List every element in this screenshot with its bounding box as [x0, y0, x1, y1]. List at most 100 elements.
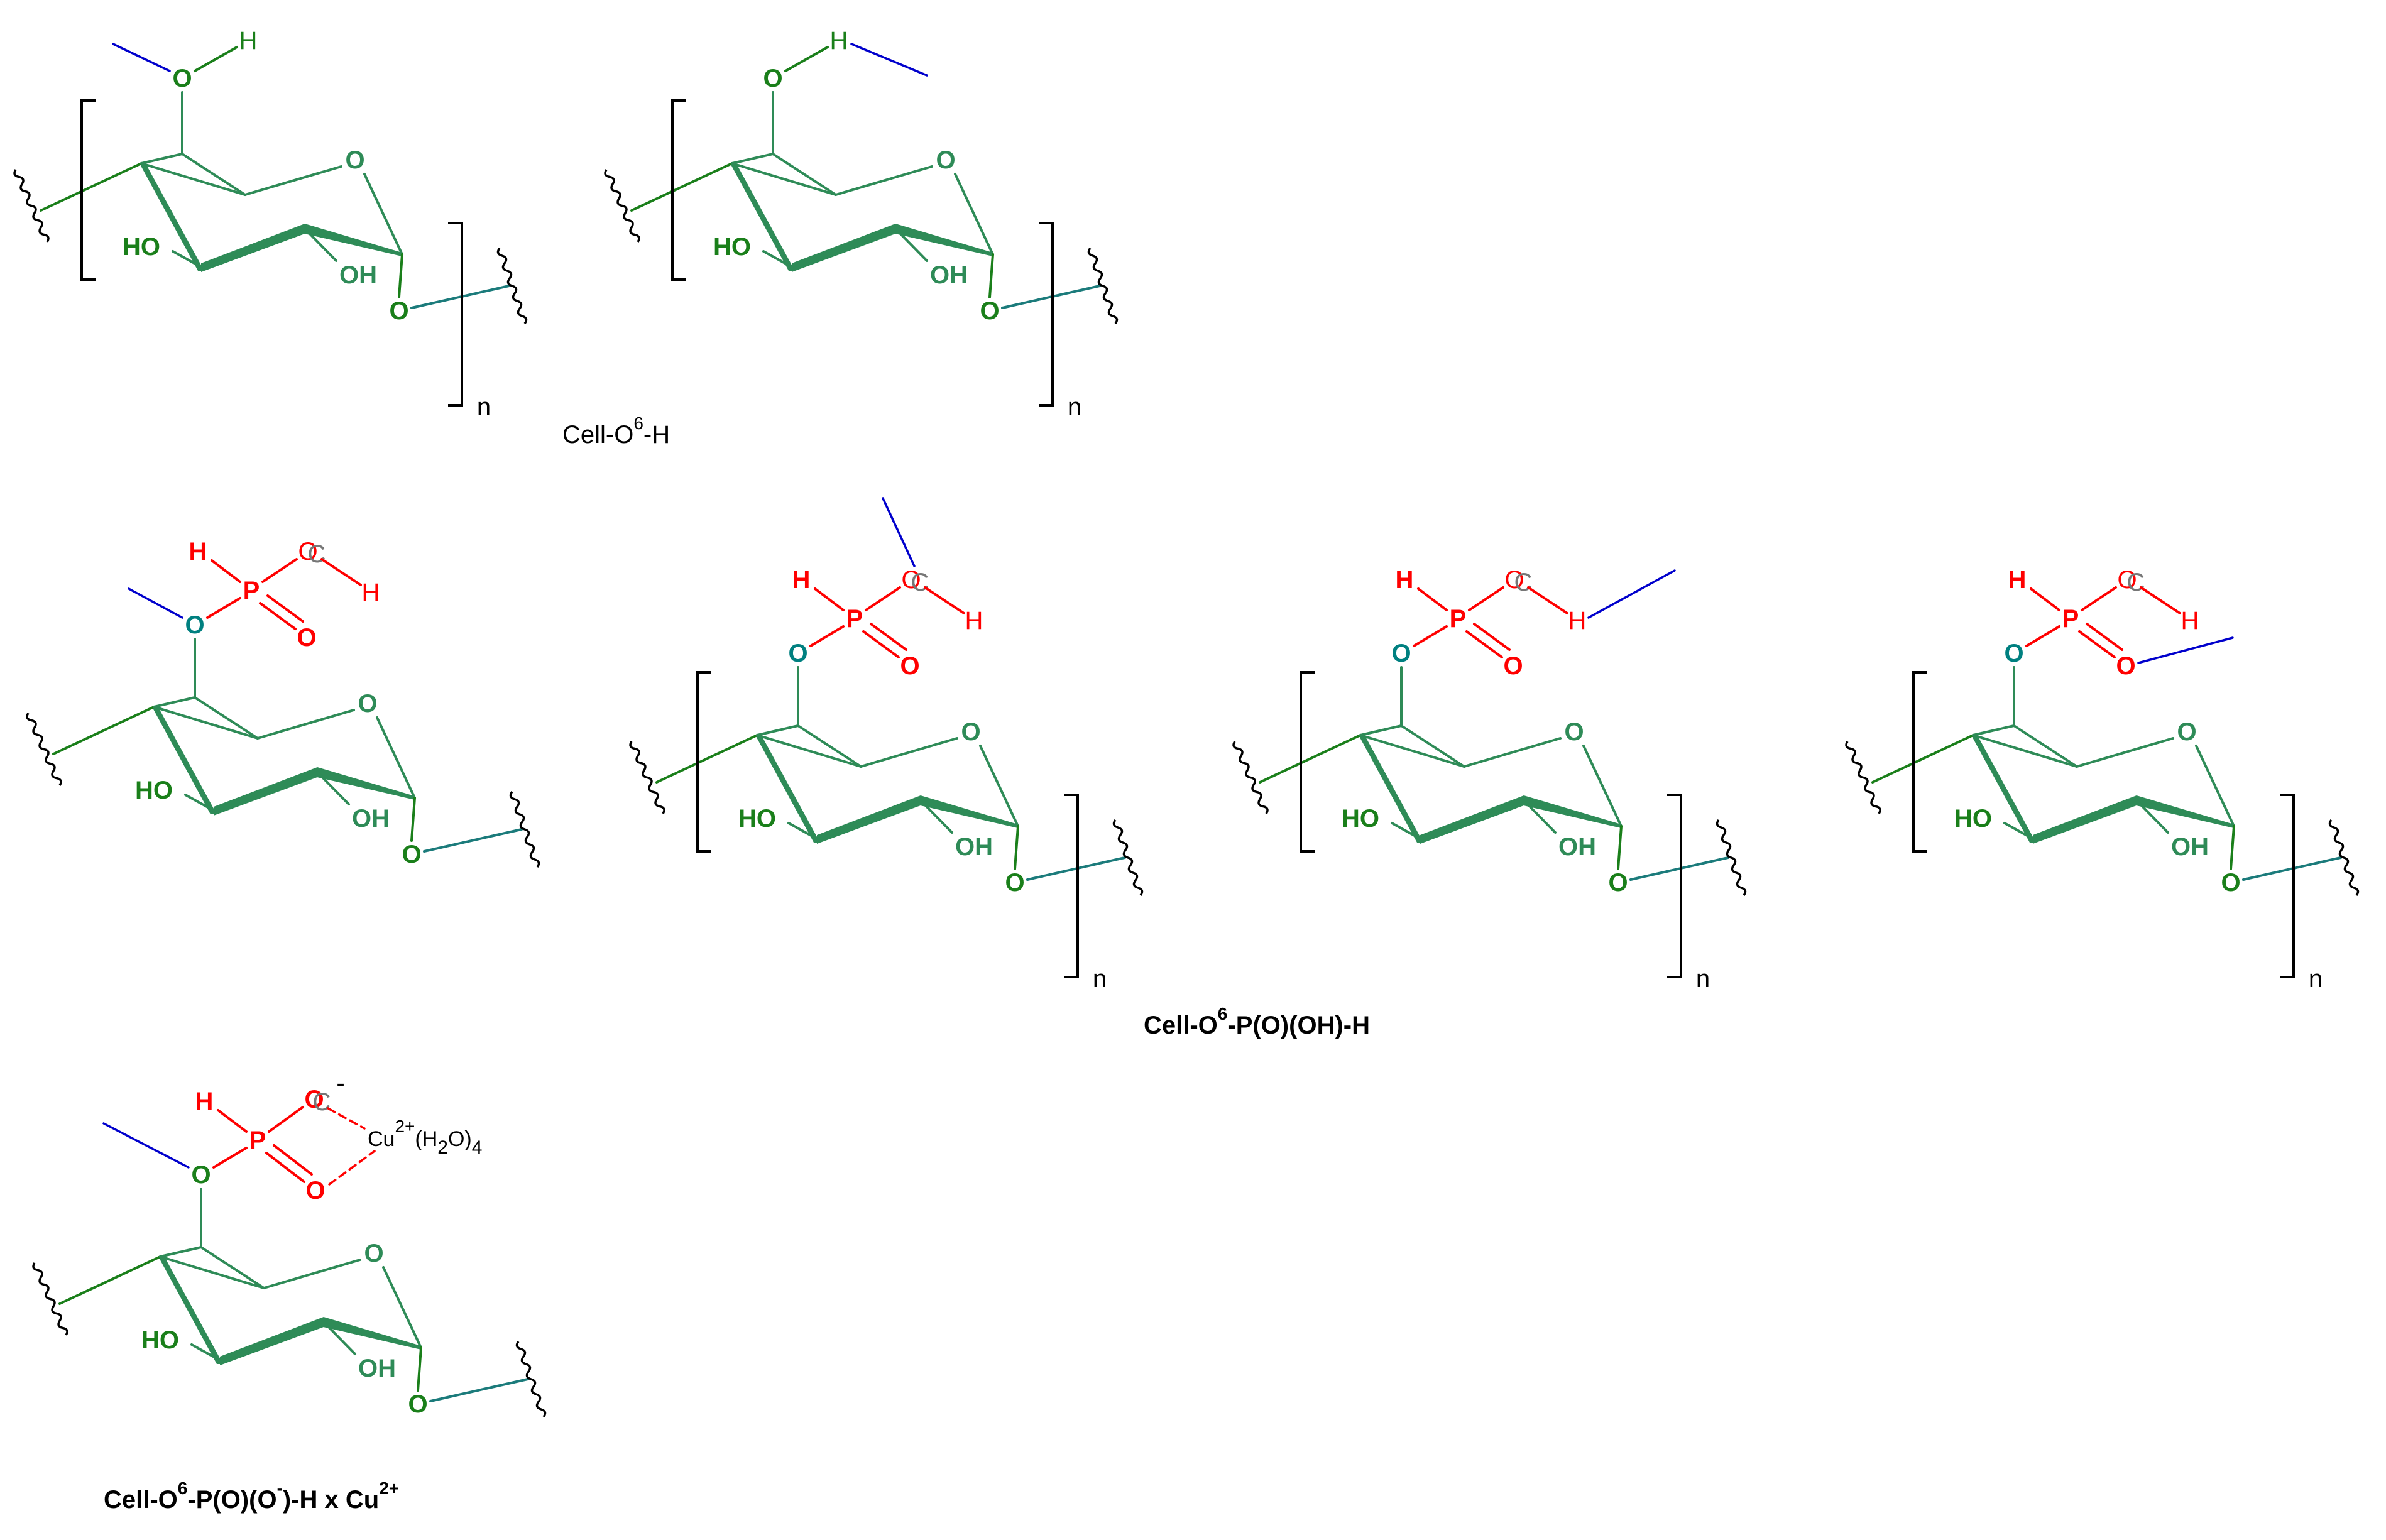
repeat-index-n: n [1093, 965, 1107, 993]
p-h-label: H [1396, 566, 1414, 594]
hydroxyl-c2-label: OH [930, 261, 968, 289]
bond [398, 253, 403, 298]
chain-end-squiggle-left [604, 169, 640, 243]
ring-front-bond [201, 224, 305, 272]
hydroxyl-c3-label: HO [123, 233, 160, 261]
ring-oxygen-label: O [936, 146, 955, 174]
bond [756, 724, 799, 736]
glycosidic-oxygen-label: O [1608, 869, 1628, 897]
bond [200, 1246, 265, 1289]
ring-bond [756, 734, 862, 768]
bond [194, 696, 259, 740]
chain-end-squiggle-right [515, 1340, 547, 1418]
glycosidic-bond [630, 162, 733, 212]
overlap-c-label: C [313, 1088, 331, 1116]
ring-bond [835, 165, 933, 196]
ring-wedge-bond [324, 1317, 421, 1350]
o6-label: O [2004, 640, 2023, 667]
ring-oxygen-label: O [961, 718, 980, 746]
bond [1465, 630, 1503, 658]
bond [206, 597, 241, 619]
ring-wedge-bond [305, 224, 402, 256]
hydroxyl-c3-label: HO [1954, 805, 1992, 833]
glycosidic-bond [1871, 734, 1974, 784]
ring-front-bond [2033, 795, 2137, 844]
hydroxyl-oxygen-label: O [2117, 566, 2137, 594]
ring-bond [954, 173, 994, 256]
caption-cell-phosphonate-cu: Cell-O6-P(O)(O-)-H x Cu2+ [104, 1478, 399, 1514]
bond [870, 623, 907, 651]
hydrogen-bond-line [850, 43, 928, 77]
phosphorus-label: P [846, 605, 863, 633]
glycosidic-bond [429, 1378, 529, 1402]
repeat-index-n: n [2309, 965, 2323, 993]
bond [1468, 586, 1504, 611]
ring-front-bond [220, 1317, 324, 1365]
p-h-label: H [195, 1088, 214, 1115]
ring-bond [1582, 745, 1623, 827]
repeat-bracket-right [448, 222, 463, 407]
bond [2078, 630, 2116, 658]
bond [259, 602, 297, 630]
hydroxyl-c2-label: OH [1558, 833, 1596, 861]
bond [153, 696, 196, 708]
glycosidic-bond [655, 734, 758, 784]
chain-end-squiggle-right [509, 790, 540, 868]
bond [261, 558, 298, 583]
bond [217, 1109, 248, 1133]
bond [316, 771, 350, 805]
hydroxyl-h-label: H [965, 607, 983, 635]
chain-end-squiggle-right [2328, 819, 2360, 897]
glycosidic-oxygen-label: O [408, 1390, 427, 1418]
bond [762, 250, 793, 268]
glycosidic-bond [1001, 285, 1101, 309]
phosphoryl-oxygen-label: O [900, 652, 919, 680]
hydroxyl-c3-label: HO [713, 233, 751, 261]
glycosidic-bond [1259, 734, 1362, 784]
bond [266, 594, 304, 623]
ring-bond [140, 162, 246, 196]
bond [1617, 825, 1623, 870]
ring-bond [979, 745, 1019, 827]
bond [1400, 724, 1465, 768]
o6-label: O [788, 640, 807, 667]
glycosidic-bond [423, 828, 523, 853]
ring-front-bond [817, 795, 921, 844]
hydroxyl-c2-label: OH [352, 805, 390, 833]
bond [320, 558, 362, 586]
glycosidic-oxygen-label: O [980, 297, 999, 325]
ring-bond [1359, 734, 1465, 768]
bond [1014, 825, 1019, 870]
bond [194, 46, 238, 72]
ring-bond [363, 173, 403, 256]
bond [988, 253, 994, 298]
chain-end-squiggle-left [629, 741, 665, 814]
repeat-bracket-right [1667, 794, 1682, 978]
bond [265, 1152, 305, 1183]
ring-bond [2076, 737, 2174, 768]
bond [2086, 623, 2123, 651]
repeat-bracket-right [1064, 794, 1079, 978]
bond [784, 46, 829, 72]
bond [814, 587, 845, 611]
hydroxyl-c3-label: HO [135, 777, 173, 804]
ring-wedge-bond [730, 161, 795, 271]
overlap-c-label: C [1514, 569, 1533, 596]
p-h-label: H [189, 538, 207, 565]
ring-wedge-bond [755, 733, 820, 843]
bond [304, 227, 337, 262]
chain-end-squiggle-right [1087, 247, 1119, 325]
glycosidic-oxygen-label: O [389, 297, 408, 325]
ring-bond [731, 162, 837, 196]
hydroxyl-c2-label: OH [955, 833, 993, 861]
hydroxyl-h-label: H [830, 27, 848, 55]
ring-wedge-bond [2137, 795, 2234, 828]
o6-label: O [191, 1161, 211, 1189]
bond [184, 794, 215, 812]
overlap-c-label: C [911, 569, 929, 596]
